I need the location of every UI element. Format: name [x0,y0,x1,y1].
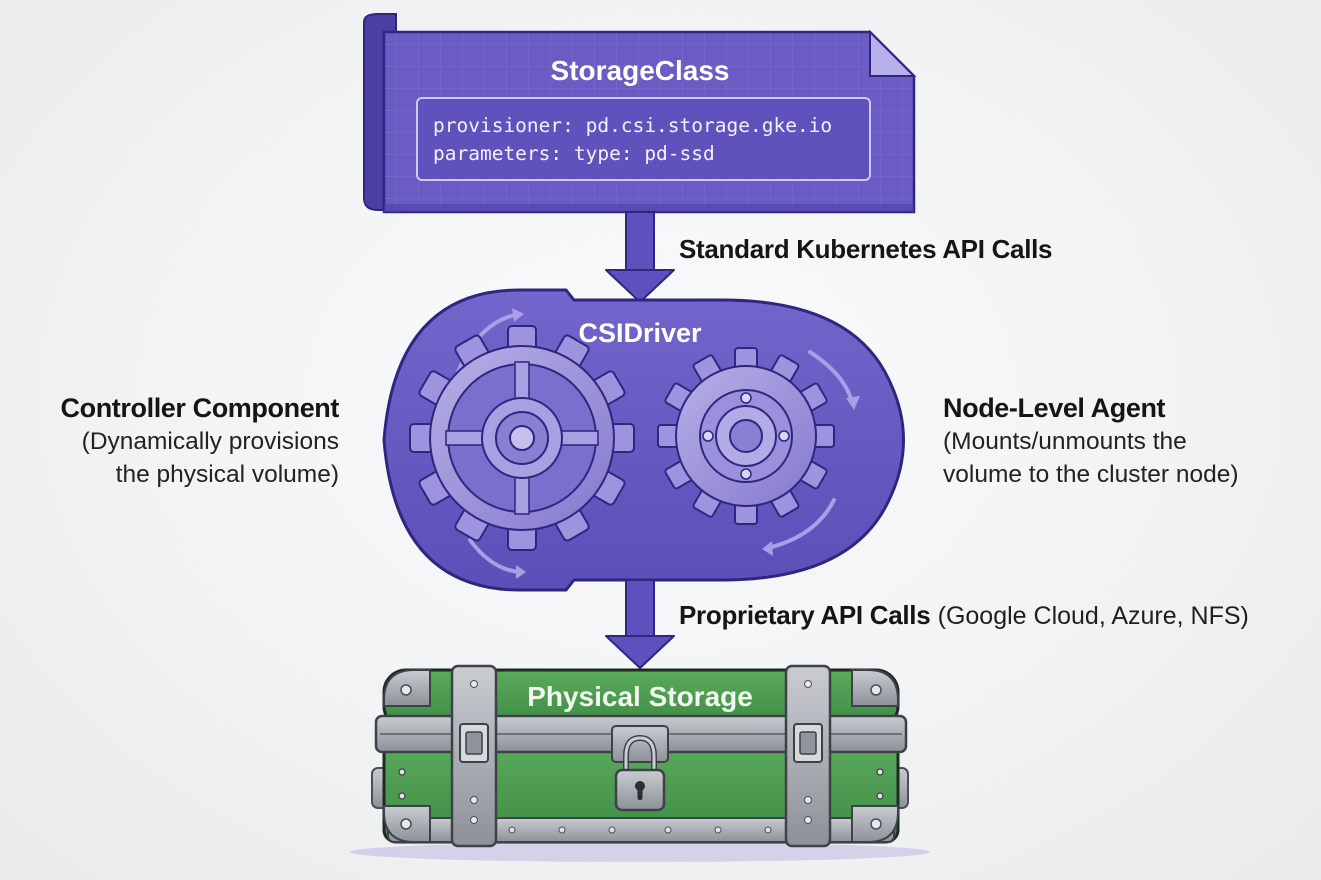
provisioner-line: provisioner: pd.csi.storage.gke.io [433,114,832,137]
node-level-agent-label: Node-Level Agent (Mounts/unmounts the vo… [943,391,1313,491]
controller-component-desc-2: the physical volume) [115,461,339,488]
physical-storage-title: Physical Storage [527,681,753,712]
parameters-line: parameters: type: pd-ssd [433,142,715,165]
proprietary-api-calls-bold: Proprietary API Calls [679,600,931,630]
padlock-icon [614,734,666,812]
storage-class-title: StorageClass [551,55,730,86]
csi-driver-pill: CSIDriver [382,288,905,592]
physical-storage-chest: Physical Storage [350,664,930,862]
node-level-agent-desc-2: volume to the cluster node) [943,461,1239,488]
standard-api-calls-label: Standard Kubernetes API Calls [679,234,1053,264]
proprietary-api-calls-providers: (Google Cloud, Azure, NFS) [937,602,1249,630]
controller-component-label: Controller Component (Dynamically provis… [0,391,340,491]
csi-driver-title: CSIDriver [578,318,702,348]
controller-gear-icon [409,325,635,551]
node-agent-gear-icon [657,347,835,525]
storage-class-card: StorageClass provisioner: pd.csi.storage… [363,13,917,214]
arrow-bottom [605,579,675,669]
arrow-top [605,211,675,303]
node-level-agent-desc-1: (Mounts/unmounts the [943,428,1187,455]
proprietary-api-calls-label: Proprietary API Calls (Google Cloud, Azu… [679,600,1249,631]
controller-component-desc-1: (Dynamically provisions [81,428,339,455]
node-level-agent-title: Node-Level Agent [943,393,1166,423]
controller-component-title: Controller Component [60,393,340,423]
